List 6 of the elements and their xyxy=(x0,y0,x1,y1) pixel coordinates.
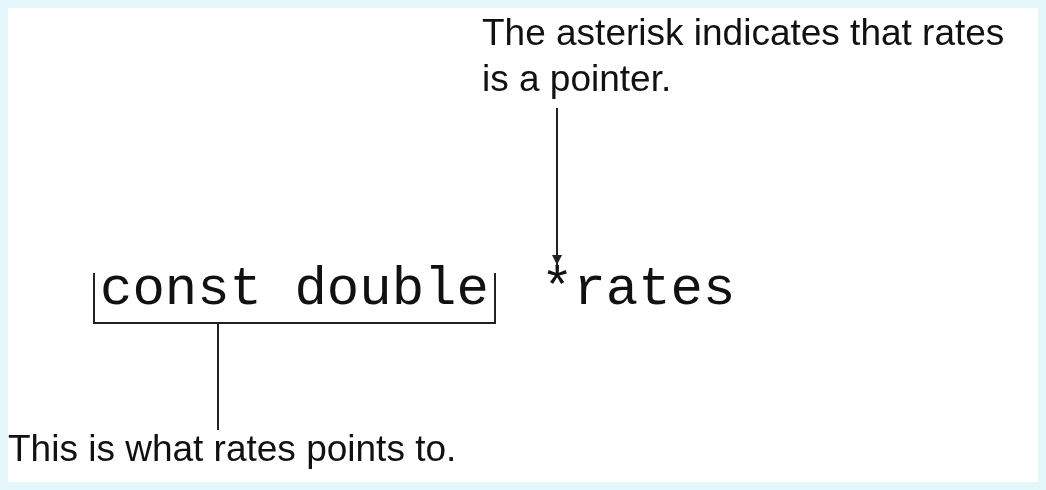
code-text: const double xyxy=(100,263,489,317)
annotation-text: This is what rates points to. xyxy=(8,426,608,472)
arrow xyxy=(552,107,562,266)
code-text: *rates xyxy=(541,263,736,317)
annotation-text: The asterisk indicates that rates is a pointer. xyxy=(482,10,1032,102)
leader-line xyxy=(217,322,219,431)
